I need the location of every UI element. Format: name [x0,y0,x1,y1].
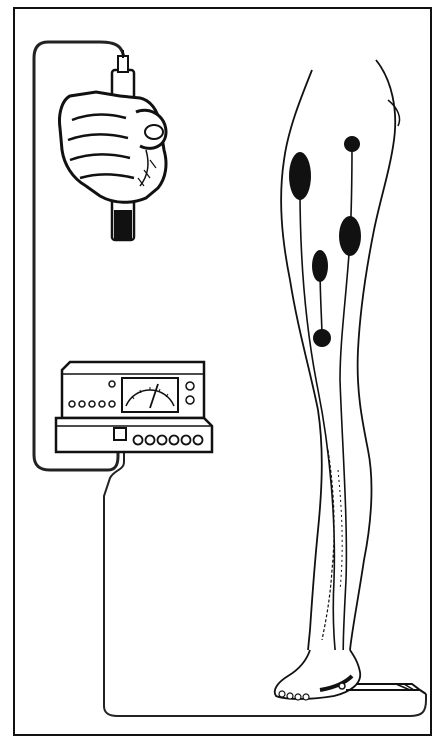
device-lower-panel [56,418,212,452]
electrode-pad-icon [344,136,360,152]
electrode-pads [289,136,361,347]
electrical-device-icon [56,362,212,452]
foot-plate-icon [346,684,426,694]
leg-icon [275,60,400,700]
hand-with-stimulator-icon [59,50,166,240]
foot-cable [104,436,426,716]
electrode-pad-icon [339,216,361,256]
foot-outline [275,650,360,699]
electrode-pad-icon [289,152,311,200]
shin-shading [322,450,334,640]
electrode-pad-icon [312,250,328,282]
electrode-pad-icon [313,329,331,347]
